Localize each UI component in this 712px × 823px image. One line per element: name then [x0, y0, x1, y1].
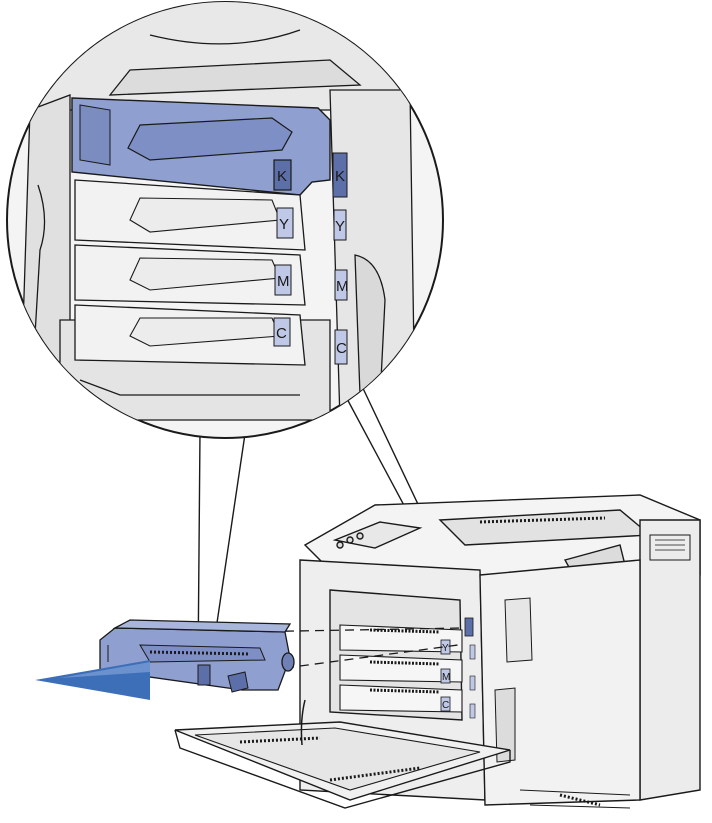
magnified-cartridge-slot-m: M	[74, 244, 306, 306]
insertion-arrow-highlight	[60, 662, 150, 678]
printer-slot-label-m: M	[442, 672, 450, 683]
side-label-k: K	[335, 168, 345, 185]
magnified-view: K Y M C K Y M C	[6, 1, 444, 439]
printer-slot-label-y: Y	[442, 643, 449, 654]
printer-slot-label-c: C	[442, 700, 449, 711]
magnified-cartridge-slot-y: Y	[74, 179, 306, 251]
side-label-y: Y	[335, 218, 345, 235]
side-label-column: K Y M C	[332, 152, 349, 365]
magnified-cartridge-slot-k: K	[71, 97, 331, 196]
slot-label-m: M	[277, 273, 290, 290]
magnified-cartridge-slot-c: C	[74, 304, 306, 366]
printer	[174, 494, 701, 809]
printer-slot-labels: Y M C	[442, 643, 450, 711]
slot-label-c: C	[276, 325, 287, 342]
slot-label-k: K	[277, 168, 287, 185]
slot-label-y: Y	[279, 216, 289, 233]
side-label-c: C	[336, 340, 347, 357]
side-label-m: M	[336, 278, 349, 295]
